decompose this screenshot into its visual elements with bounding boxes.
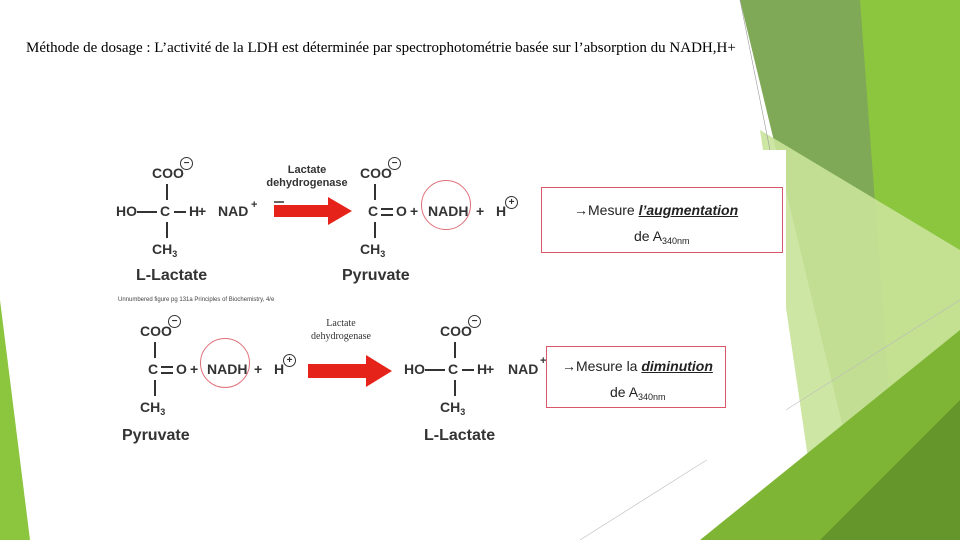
r1-lactate-h: H xyxy=(189,203,200,219)
r1-lactate-charge: − xyxy=(180,157,193,170)
r1-enzyme-line2: dehydrogenase xyxy=(266,177,348,190)
r2-enzyme-line1: Lactate xyxy=(326,318,356,329)
r2-pyruvate-charge: − xyxy=(168,315,181,328)
r2-nad: NAD xyxy=(508,361,539,377)
r1-h: H xyxy=(496,203,507,219)
r1-product-label: Pyruvate xyxy=(342,267,410,284)
r1-pyruvate-coo: COO xyxy=(360,165,392,181)
r1-lactate-ho: HO xyxy=(116,203,137,219)
r2-nadh: NADH xyxy=(207,361,248,377)
r1-bond-right xyxy=(174,211,186,213)
r2-l-bond-bottom xyxy=(454,380,456,396)
r2-lactate-ho: HO xyxy=(404,361,425,377)
r2-h-charge: + xyxy=(283,354,296,367)
r2-plus-3: + xyxy=(486,361,495,377)
r2-substrate-label: Pyruvate xyxy=(122,427,190,444)
deco-thin-line xyxy=(739,0,771,151)
r1-measure-line1: →Mesure l’augmentation xyxy=(574,202,739,218)
r2-double-bond-a xyxy=(161,366,173,368)
r1-nadh: NADH xyxy=(428,203,469,219)
r2-lactate-charge: − xyxy=(468,315,481,328)
r1-pyruvate-charge: − xyxy=(388,157,401,170)
r2-pyruvate-coo: COO xyxy=(140,323,172,339)
r2-l-bond-left xyxy=(425,369,445,371)
r1-lactate-c: C xyxy=(160,203,171,219)
deco-bottom-dark xyxy=(820,400,960,540)
r2-nadh-circle xyxy=(200,338,250,388)
r2-measure-line1: →Mesure la diminution xyxy=(562,358,713,374)
r1-measure-line2: de A340nm xyxy=(634,228,690,246)
r2-pyruvate-ch3: CH3 xyxy=(140,399,166,417)
r2-l-bond-right xyxy=(462,369,474,371)
r1-bond-bottom xyxy=(166,222,168,238)
r1-nadh-circle xyxy=(421,180,471,230)
r1-pyruvate-c: C xyxy=(368,203,379,219)
r1-bond-left xyxy=(137,211,157,213)
r1-nad-charge: + xyxy=(251,199,258,211)
r1-double-bond-a xyxy=(381,208,393,210)
r1-double-bond-b xyxy=(381,214,393,216)
r2-l-bond-top xyxy=(454,342,456,358)
r1-enzyme-line1: Lactate xyxy=(287,164,327,176)
r1-measure-box xyxy=(541,187,783,253)
r2-measure-box xyxy=(546,346,726,408)
r1-plus-3: + xyxy=(476,203,485,219)
r1-red-arrow xyxy=(274,197,352,225)
r1-plus-1: + xyxy=(198,203,207,219)
r2-pyruvate-c: C xyxy=(148,361,159,377)
r2-enzyme-label: Lactate dehydrogenase xyxy=(296,318,386,343)
deco-left-sliver xyxy=(0,300,30,540)
r2-lactate-h: H xyxy=(477,361,488,377)
r2-h: H xyxy=(274,361,285,377)
diagram-panel: COO − HO C H CH3 L-Lactate + NAD + Lacta… xyxy=(116,150,786,460)
r1-lactate-ch3: CH3 xyxy=(152,241,178,259)
r2-bond-top xyxy=(154,342,156,358)
r2-product-label: L-Lactate xyxy=(424,427,496,444)
r2-lactate-c: C xyxy=(448,361,459,377)
r2-plus-1: + xyxy=(190,361,199,377)
r2-double-bond-b xyxy=(161,372,173,374)
r1-lactate-coo: COO xyxy=(152,165,184,181)
r1-pyruvate-ch3: CH3 xyxy=(360,241,386,259)
r2-measure-line2: de A340nm xyxy=(610,384,666,402)
figure-caption: Unnumbered figure pg 131a Principles of … xyxy=(118,297,275,303)
r1-h-charge: + xyxy=(505,196,518,209)
r1-p-bond-top xyxy=(374,184,376,200)
r2-red-arrow xyxy=(308,355,392,387)
r1-nad: NAD xyxy=(218,203,249,219)
r2-lactate-coo: COO xyxy=(440,323,472,339)
r1-substrate-label: L-Lactate xyxy=(136,267,208,284)
r2-nad-charge: + xyxy=(540,355,547,367)
r2-enzyme-line2: dehydrogenase xyxy=(311,330,371,342)
r1-pyruvate-o: O xyxy=(396,203,407,219)
r1-bond-top xyxy=(166,184,168,200)
r1-enzyme-label: Lactate dehydrogenase xyxy=(262,164,352,190)
slide-title: Méthode de dosage : L’activité de la LDH… xyxy=(26,40,736,56)
r1-plus-2: + xyxy=(410,203,419,219)
r2-lactate-ch3: CH3 xyxy=(440,399,466,417)
r2-pyruvate-o: O xyxy=(176,361,187,377)
r2-plus-2: + xyxy=(254,361,263,377)
r2-bond-bottom xyxy=(154,380,156,396)
r1-p-bond-bottom xyxy=(374,222,376,238)
